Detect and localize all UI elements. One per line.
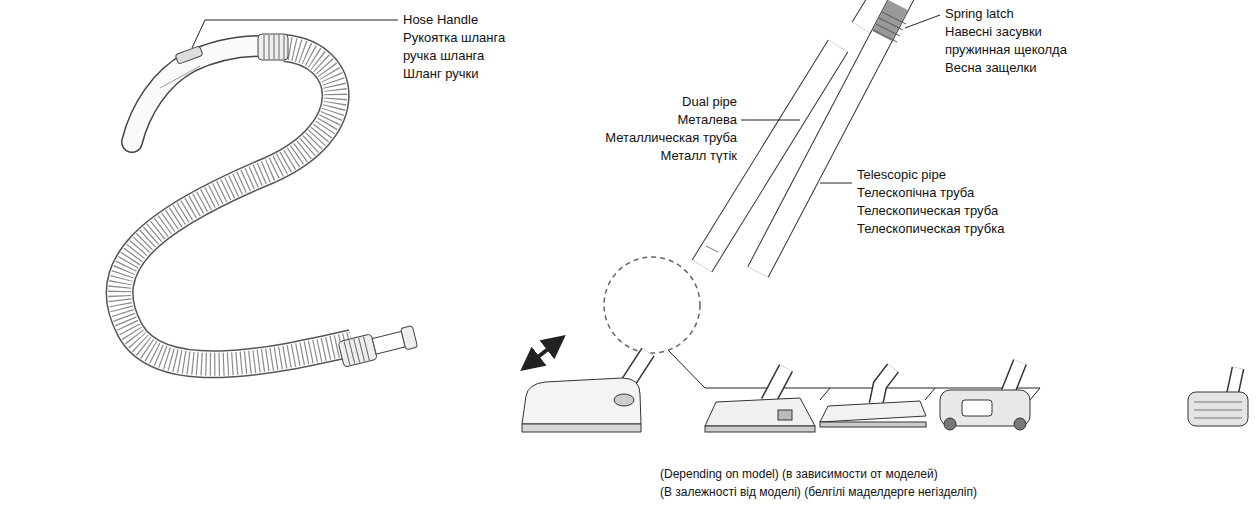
nozzle-pedal bbox=[778, 410, 792, 420]
bracket-line bbox=[668, 350, 1040, 388]
hose-end bbox=[338, 324, 418, 368]
nozzle-base bbox=[522, 424, 641, 432]
nozzle-neck bbox=[876, 368, 893, 404]
nozzle-body bbox=[522, 378, 641, 424]
part-label: Dual pipe bbox=[682, 94, 737, 110]
part-label: Telescopic pipe bbox=[857, 167, 946, 183]
part-label: (Depending on model) (в зависимости от м… bbox=[660, 466, 938, 482]
end-coupling bbox=[338, 334, 377, 367]
end-tube bbox=[372, 331, 405, 354]
part-label: Весна защелки bbox=[945, 60, 1037, 76]
nozzle-neck-outline bbox=[768, 368, 786, 402]
turbo-nozzle bbox=[940, 362, 1030, 430]
nozzle-neck bbox=[768, 368, 786, 402]
leader-line bbox=[905, 15, 940, 28]
nozzle-body bbox=[820, 401, 926, 422]
leader-line bbox=[192, 20, 398, 48]
nozzle-grille bbox=[1194, 402, 1242, 418]
hose-handle bbox=[132, 34, 288, 142]
parquet-nozzle bbox=[820, 368, 926, 427]
nozzle-neck-outline bbox=[876, 368, 893, 404]
part-label: ручка шланга bbox=[403, 48, 484, 64]
part-label: Телескопическая трубка bbox=[857, 221, 1004, 237]
floor-nozzle bbox=[705, 368, 815, 432]
nozzle-switch bbox=[614, 394, 634, 406]
pipe-ring bbox=[706, 246, 718, 252]
latch-ridges bbox=[873, 12, 906, 42]
nozzle-neck-outline bbox=[1008, 362, 1020, 392]
handle-grip bbox=[160, 66, 200, 88]
part-label: Hose Handle bbox=[403, 12, 478, 28]
nozzle-neck bbox=[1008, 362, 1020, 392]
floor-nozzle bbox=[522, 352, 648, 432]
part-label: Телескопическая труба bbox=[857, 203, 998, 219]
part-label: Навесні засувки bbox=[945, 24, 1042, 40]
part-label: Шланг ручки bbox=[403, 66, 479, 82]
handle-slider bbox=[175, 46, 203, 64]
part-label: Металл түтік bbox=[660, 148, 737, 164]
part-label: Металлическая труба bbox=[605, 130, 737, 146]
nozzle-body bbox=[705, 398, 815, 426]
nozzle-base bbox=[820, 422, 926, 427]
part-label: Телескопічна труба bbox=[857, 185, 974, 201]
part-label: (В залежності від моделі) (белгілі мадел… bbox=[660, 484, 977, 500]
handle-coupling bbox=[258, 34, 288, 60]
detail-circle bbox=[604, 257, 700, 353]
nozzle-base bbox=[705, 426, 815, 432]
nozzle-wheel bbox=[1014, 418, 1026, 430]
nozzle-body bbox=[1188, 392, 1248, 426]
mini-turbo-nozzle bbox=[1188, 368, 1248, 426]
double-arrow bbox=[524, 338, 562, 368]
handle-outline bbox=[132, 46, 262, 142]
end-ridges bbox=[344, 337, 369, 365]
handle-body bbox=[132, 46, 262, 142]
part-label: пружинная щеколда bbox=[945, 42, 1067, 58]
leader-line bbox=[741, 120, 800, 121]
nozzle-wheel bbox=[944, 418, 956, 430]
part-label: Spring latch bbox=[945, 6, 1014, 22]
turbo-window bbox=[962, 400, 992, 416]
part-label: Металева bbox=[677, 112, 737, 128]
coupling-ridges bbox=[264, 35, 284, 59]
leader-line bbox=[820, 183, 852, 184]
part-label: Рукоятка шланга bbox=[403, 30, 505, 46]
end-tip bbox=[401, 326, 418, 350]
